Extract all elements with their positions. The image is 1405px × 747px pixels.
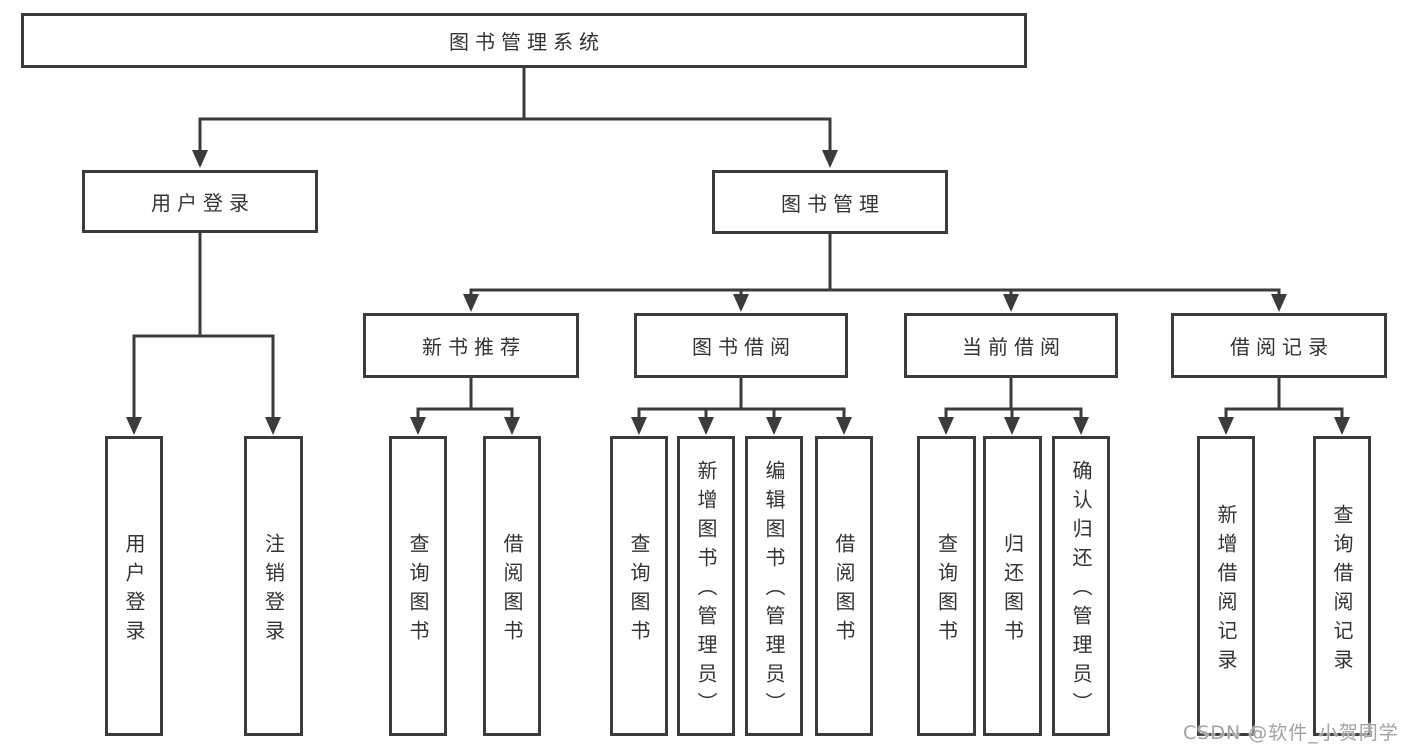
leaf-confirm-return-admin: 确认归还（管理员） (1052, 436, 1110, 736)
arrowhead-icon (1271, 294, 1287, 312)
leaf-user-login: 用户登录 (105, 436, 163, 736)
leaf-label: 新增图书（管理员） (694, 460, 718, 721)
arrowhead-icon (938, 417, 954, 435)
node-label: 借阅记录 (1230, 335, 1334, 359)
arrowhead-icon (1334, 417, 1350, 435)
leaf-query-books: 查询图书 (610, 436, 668, 736)
node-current-borrow: 当前借阅 (904, 313, 1118, 378)
node-label: 用户登录 (151, 191, 255, 215)
leaf-label: 编辑图书（管理员） (762, 460, 786, 721)
leaf-label: 借阅图书 (832, 532, 856, 649)
arrowhead-icon (1004, 417, 1020, 435)
leaf-return-books: 归还图书 (983, 436, 1042, 736)
arrowhead-icon (1003, 294, 1019, 312)
arrowhead-icon (836, 417, 852, 435)
arrowhead-icon (698, 417, 714, 435)
leaf-query-books: 查询图书 (917, 436, 976, 736)
node-label: 图书管理系统 (449, 30, 605, 54)
leaf-label: 归还图书 (1000, 532, 1025, 649)
leaf-borrow-books: 借阅图书 (815, 436, 873, 736)
arrowhead-icon (733, 294, 749, 312)
leaf-label: 确认归还（管理员） (1069, 460, 1093, 721)
arrowhead-icon (410, 417, 426, 435)
node-book-borrow: 图书借阅 (634, 313, 848, 378)
arrowhead-icon (766, 417, 782, 435)
node-borrow-records: 借阅记录 (1171, 313, 1387, 378)
node-label: 图书管理 (781, 191, 885, 216)
leaf-edit-books-admin: 编辑图书（管理员） (745, 436, 803, 736)
arrowhead-icon (822, 150, 838, 168)
arrowhead-icon (631, 417, 647, 435)
arrowhead-icon (504, 417, 520, 435)
node-label: 新书推荐 (422, 335, 526, 359)
leaf-label: 查询借阅记录 (1330, 503, 1354, 678)
leaf-query-borrow-record: 查询借阅记录 (1313, 436, 1371, 736)
leaf-borrow-books: 借阅图书 (483, 436, 541, 736)
node-user-login: 用户登录 (82, 170, 318, 233)
leaf-label: 查询图书 (627, 532, 651, 649)
arrowhead-icon (463, 294, 479, 312)
leaf-label: 用户登录 (122, 532, 146, 649)
node-new-book-recommend: 新书推荐 (363, 313, 579, 378)
arrowhead-icon (1073, 417, 1089, 435)
node-library-management-system: 图书管理系统 (21, 13, 1027, 68)
leaf-label: 查询图书 (934, 532, 959, 649)
leaf-add-borrow-record: 新增借阅记录 (1197, 436, 1255, 736)
watermark: CSDN @软件_小贺同学 (1183, 722, 1399, 744)
arrowhead-icon (192, 150, 208, 168)
arrowhead-icon (1218, 417, 1234, 435)
node-label: 图书借阅 (692, 335, 796, 359)
leaf-label: 查询图书 (406, 532, 430, 649)
leaf-label: 注销登录 (261, 532, 286, 649)
node-label: 当前借阅 (962, 335, 1066, 359)
arrowhead-icon (265, 417, 281, 435)
leaf-label: 新增借阅记录 (1214, 503, 1238, 678)
leaf-add-books-admin: 新增图书（管理员） (677, 436, 735, 736)
arrowhead-icon (126, 417, 142, 435)
leaf-logout: 注销登录 (244, 436, 303, 736)
leaf-query-books: 查询图书 (389, 436, 447, 736)
leaf-label: 借阅图书 (500, 532, 524, 649)
node-book-management: 图书管理 (712, 170, 948, 234)
